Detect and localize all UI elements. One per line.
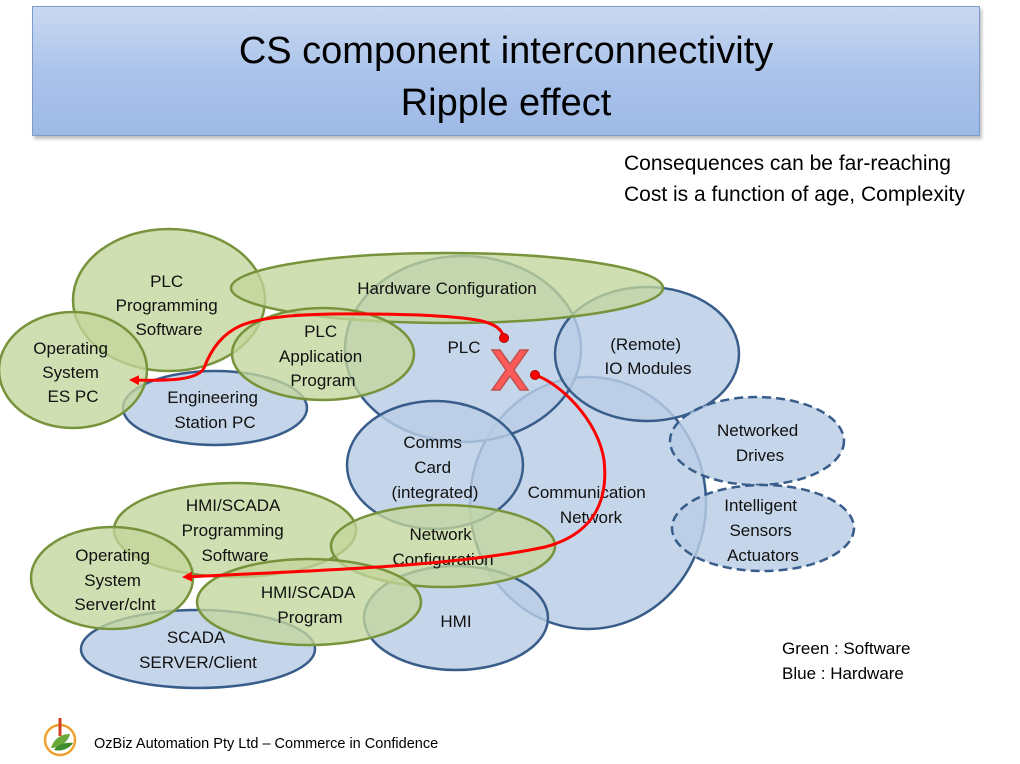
plc-label: PLC: [447, 338, 480, 357]
remote-io-label: (Remote) IO Modules: [605, 335, 692, 378]
operating-system-es-label: Operating System ES PC: [33, 339, 112, 406]
note-consequences: Consequences can be far-reaching: [624, 152, 951, 175]
hmi-scada-program-label: HMI/SCADA Program: [261, 583, 359, 627]
ripple-origin-dot-lower: [530, 370, 540, 380]
plc-application-ellipse: [230, 306, 416, 402]
title-banner: CS component interconnectivity Ripple ef…: [32, 6, 980, 136]
failure-x-icon: [490, 349, 530, 391]
hmi-scada-programming-label: HMI/SCADA Programming Software: [182, 496, 289, 565]
note-cost: Cost is a function of age, Complexity: [624, 183, 965, 206]
plc-application-label: PLC Application Program: [279, 322, 367, 390]
legend-software: Green : Software: [782, 639, 911, 658]
legend-hardware: Blue : Hardware: [782, 664, 904, 683]
intelligent-sensors-ellipse: [670, 483, 856, 573]
legend: Green : Software Blue : Hardware: [782, 636, 911, 686]
footer-text: OzBiz Automation Pty Ltd – Commerce in C…: [94, 736, 439, 752]
ripple-arrow-to-es-pc: [129, 312, 506, 386]
title-line-1: CS component interconnectivity: [238, 30, 774, 72]
hmi-scada-program-ellipse: [195, 557, 423, 647]
hardware-configuration-ellipse: [229, 251, 665, 325]
ripple-arrow-to-server: [182, 373, 607, 582]
operating-system-es-ellipse: [0, 310, 149, 430]
scada-server-label: SCADA SERVER/Client: [139, 628, 257, 672]
ripple-origin-dot-upper: [499, 333, 509, 343]
operating-system-server-label: Operating System Server/clnt: [74, 546, 156, 614]
ozbiz-logo-icon: [43, 717, 77, 757]
networked-drives-ellipse: [668, 395, 846, 487]
intelligent-sensors-label: Intelligent Sensors Actuators: [724, 496, 802, 565]
engineering-station-label: Engineering Station PC: [167, 388, 262, 432]
networked-drives-label: Networked Drives: [717, 421, 803, 465]
plc-programming-label: PLC Programming Software: [116, 272, 223, 339]
hardware-configuration-label: Hardware Configuration: [357, 279, 537, 298]
notes: Consequences can be far-reaching Cost is…: [624, 148, 965, 210]
comms-card-label: Comms Card (integrated): [392, 433, 479, 502]
footer: OzBiz Automation Pty Ltd – Commerce in C…: [40, 712, 560, 758]
hmi-label: HMI: [440, 612, 471, 631]
title-line-2: Ripple effect: [400, 82, 612, 124]
